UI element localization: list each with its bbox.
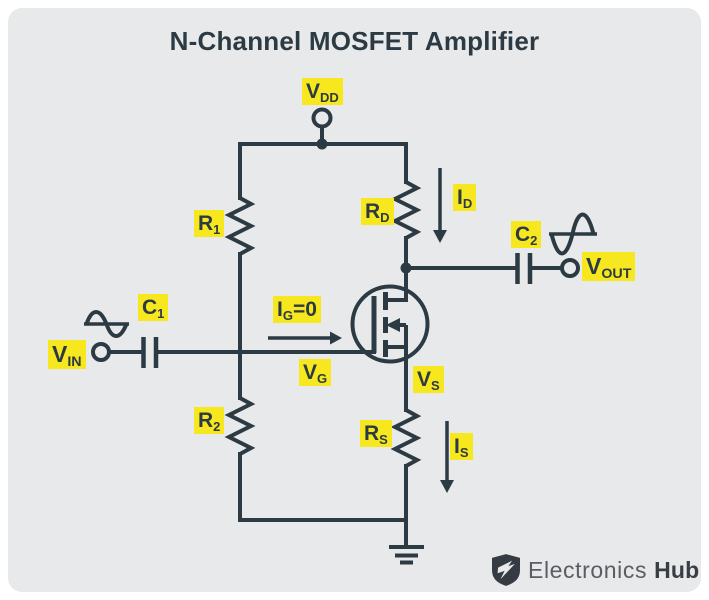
label-c2-main: C	[515, 223, 531, 246]
label-rd: RD	[361, 198, 394, 226]
label-c2: C2	[511, 221, 542, 249]
label-vdd: VDD	[302, 78, 343, 106]
junction-dot-drain	[400, 262, 412, 274]
logo: Electronics Hub	[492, 554, 699, 586]
current-arrows	[268, 168, 449, 480]
resistor-r1	[224, 196, 256, 256]
page-title: N-Channel MOSFET Amplifier	[169, 26, 540, 56]
label-is-sub: S	[459, 444, 469, 460]
label-vin-sub: IN	[67, 353, 82, 370]
label-is: IS	[450, 433, 473, 461]
label-vs-main: V	[417, 368, 432, 391]
shield-icon	[492, 554, 520, 586]
label-rd-main: R	[365, 200, 381, 223]
label-id-sub: D	[462, 195, 473, 211]
vin-terminal	[91, 342, 111, 362]
capacitors	[141, 253, 533, 368]
capacitor-c2	[515, 253, 533, 284]
label-vin-main: V	[52, 341, 68, 367]
mosfet-terminal-wires	[385, 298, 408, 349]
label-ig-suffix: =0	[292, 298, 317, 321]
label-c1-sub: 1	[157, 305, 165, 321]
vdd-terminal	[311, 107, 333, 129]
label-rs: RS	[360, 420, 392, 448]
label-ig-main: I	[277, 298, 283, 321]
label-vin: VIN	[48, 340, 86, 370]
sine-symbols	[84, 212, 597, 338]
resistors	[224, 180, 422, 468]
ig-arrowhead	[330, 331, 342, 345]
mosfet-body-circle	[350, 284, 430, 364]
ground-symbol	[389, 545, 424, 565]
label-c1-main: C	[142, 296, 158, 319]
label-id-main: I	[457, 186, 463, 209]
is-arrowhead	[440, 480, 454, 493]
label-vout-main: V	[586, 253, 602, 279]
label-r2: R2	[194, 407, 225, 435]
mosfet-symbol	[350, 284, 430, 364]
junction-dot-top	[316, 138, 328, 150]
label-r1-sub: 1	[213, 221, 221, 237]
label-c1: C1	[138, 294, 169, 322]
label-r2-main: R	[198, 409, 214, 432]
label-ig: IG=0	[273, 296, 321, 324]
logo-text-bold: Hub	[654, 556, 700, 583]
label-vdd-main: V	[306, 80, 321, 103]
label-id: ID	[453, 184, 477, 212]
resistor-rd	[390, 180, 422, 240]
label-rd-sub: D	[380, 209, 390, 225]
label-vs: VS	[413, 366, 444, 394]
mosfet-body-arrow	[386, 318, 400, 332]
input-sine-icon	[84, 310, 129, 338]
label-c2-sub: 2	[530, 232, 538, 248]
label-r1: R1	[194, 210, 225, 238]
resistor-rs	[390, 408, 422, 468]
label-r1-main: R	[198, 212, 214, 235]
id-arrowhead	[433, 230, 447, 243]
capacitor-c1	[141, 337, 159, 368]
label-vout: VOUT	[582, 252, 636, 282]
label-vout-sub: OUT	[601, 265, 632, 282]
label-r2-sub: 2	[213, 418, 221, 434]
label-rs-main: R	[364, 422, 380, 445]
diagram-card	[8, 8, 701, 592]
bottom-rail-wire	[238, 518, 408, 549]
label-ig-sub: G	[282, 307, 293, 323]
label-vg-sub: G	[317, 370, 328, 386]
resistor-r2	[224, 396, 256, 456]
label-vs-sub: S	[431, 377, 440, 393]
label-rs-sub: S	[379, 431, 388, 447]
output-sine-icon	[549, 212, 596, 256]
vout-terminal	[560, 258, 580, 278]
label-vg-main: V	[303, 361, 318, 384]
label-is-main: I	[454, 435, 460, 458]
label-vg: VG	[299, 359, 332, 387]
label-vdd-sub: DD	[320, 89, 339, 105]
logo-text-light: Electronics	[528, 556, 648, 583]
